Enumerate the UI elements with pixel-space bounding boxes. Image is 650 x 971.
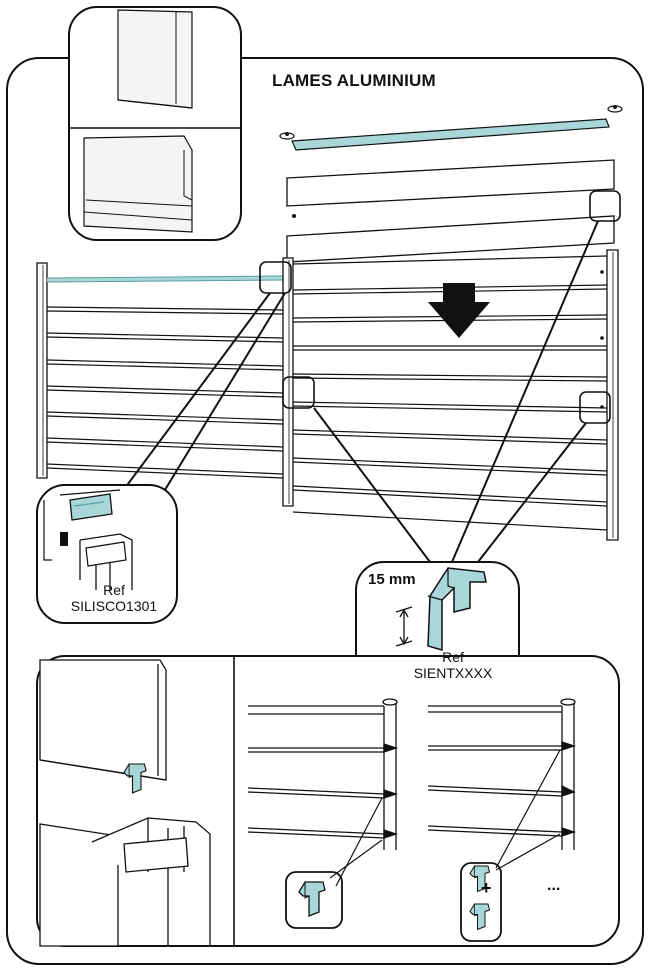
thickness-label: 15 mm [368,571,416,588]
silisco-detail [36,484,178,624]
right-post [606,249,619,541]
ref-code: SIENTXXXX [413,665,493,681]
down-arrow-icon [428,283,490,338]
silisco-ref-label: Ref SILISCO1301 [52,582,176,614]
plus-sign: + [481,878,492,898]
left-post [36,262,48,479]
lame-profile-inset [68,6,242,241]
sient-ref-label: Ref SIENTXXXX [398,649,508,681]
bottom-right-detail [427,698,577,942]
ellipsis-text: ... [547,877,561,894]
ref-word: Ref [442,649,464,665]
leader-lines [121,220,599,563]
dimension-arrow-icon [395,606,413,647]
ref-word: Ref [103,582,125,598]
middle-post [282,257,294,507]
right-section-slats [292,255,608,531]
page-title: LAMES ALUMINIUM [272,71,436,90]
top-rail [279,105,623,151]
ref-code: SILISCO1301 [70,598,158,614]
loose-slats [286,159,615,263]
bottom-left-detail [39,659,211,947]
left-section-slats [46,275,284,479]
highlight-boxes [259,190,621,424]
